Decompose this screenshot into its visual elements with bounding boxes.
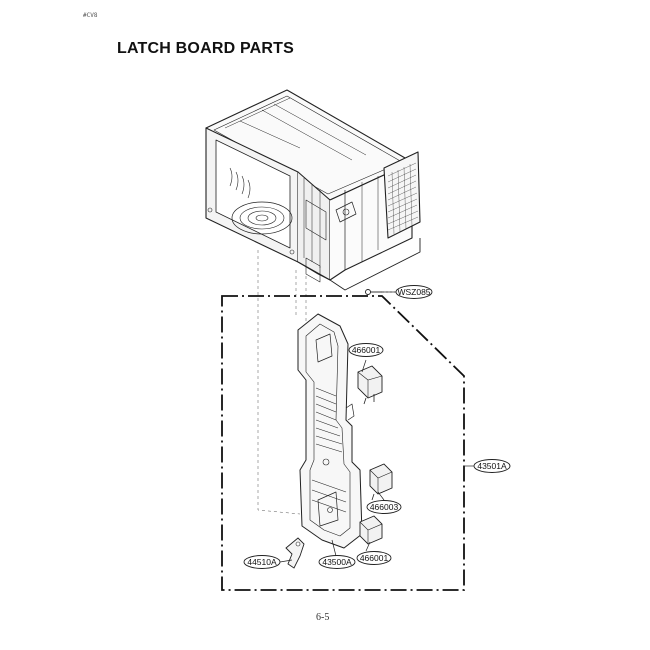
callout-label-466001-top: 466001: [352, 345, 381, 355]
switch-466001-bottom: [359, 515, 383, 545]
oven-cabinet: [205, 89, 421, 291]
callout-label-44510a: 44510A: [247, 557, 277, 567]
page-title: LATCH BOARD PARTS: [117, 40, 295, 57]
callout-43500a: 43500A: [318, 555, 356, 569]
page-number: 6-5: [316, 612, 330, 623]
callout-466001-top: 466001: [348, 343, 384, 357]
callout-label-wsz085: WSZ085: [397, 287, 430, 297]
callout-label-43500a: 43500A: [322, 557, 352, 567]
callout-44510a: 44510A: [243, 555, 281, 569]
switch-466003: [369, 463, 393, 501]
lever-44510a: [285, 537, 305, 569]
callout-43501a: 43501A: [473, 459, 511, 473]
assembly-boundary: [221, 295, 465, 591]
switch-466001-top: [357, 365, 383, 405]
assembly-guide-lines: [257, 250, 307, 515]
callout-466001-bottom: 466001: [356, 551, 392, 565]
leader-lines: [279, 291, 474, 563]
callout-label-43501a: 43501A: [477, 461, 507, 471]
latch-board: [297, 313, 363, 549]
callout-466003: 466003: [366, 500, 402, 514]
corner-mark: #CV8: [83, 12, 98, 19]
callout-label-466001-bottom: 466001: [360, 553, 389, 563]
screw-wsz085: [365, 289, 396, 295]
callout-wsz085: WSZ085: [395, 285, 433, 299]
callout-label-466003: 466003: [370, 502, 399, 512]
